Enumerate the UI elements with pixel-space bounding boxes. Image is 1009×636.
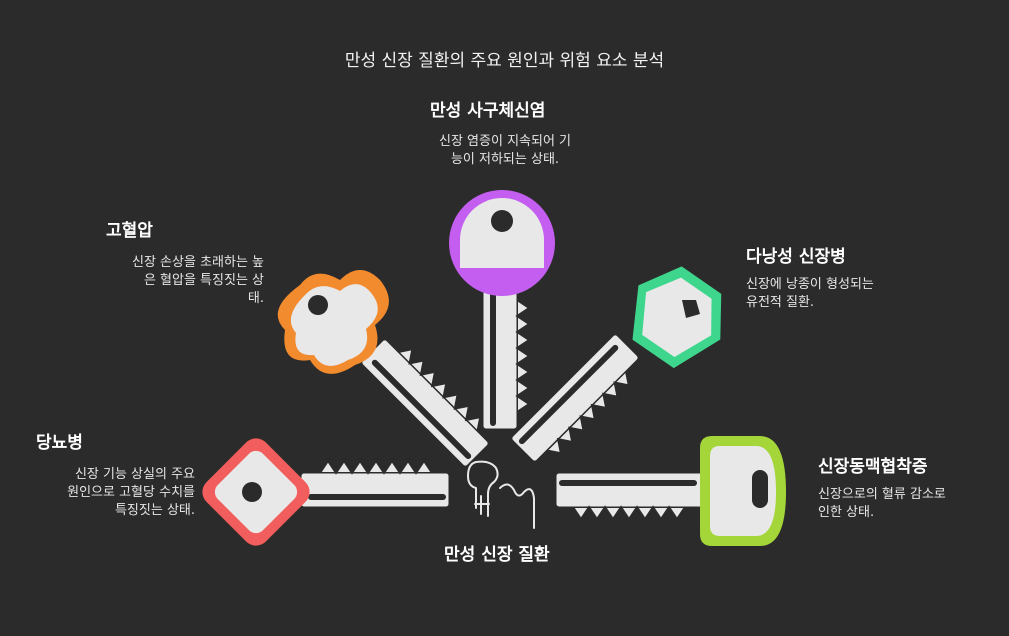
renal-artery-stenosis-desc-line: 신장으로의 혈류 감소로 — [818, 487, 946, 502]
hypertension-desc-line: 태. — [247, 291, 264, 306]
kidney-icon — [467, 460, 535, 529]
center-label: 만성 신장 질환 — [444, 545, 550, 565]
page-title: 만성 신장 질환의 주요 원인과 위험 요소 분석 — [344, 51, 665, 71]
renal-artery-stenosis-desc: 신장으로의 혈류 감소로 인한 상태. — [818, 486, 993, 522]
diabetes-title: 당뇨병 — [36, 433, 83, 453]
polycystic-desc: 신장에 낭종이 형성되는 유전적 질환. — [746, 276, 926, 312]
polycystic-title: 다낭성 신장병 — [746, 247, 846, 267]
diabetes-key-icon — [202, 438, 452, 546]
glomerulonephritis-desc: 신장 염증이 지속되어 기 능이 저하되는 상태. — [420, 133, 590, 169]
polycystic-desc-line: 신장에 낭종이 형성되는 — [746, 277, 874, 292]
hypertension-title: 고혈압 — [106, 221, 153, 241]
diabetes-desc-line: 원인으로 고혈당 수치를 — [67, 485, 195, 500]
glomerulonephritis-title: 만성 사구체신염 — [430, 101, 546, 121]
diabetes-desc-line: 특징짓는 상태. — [114, 503, 195, 518]
diabetes-desc-line: 신장 기능 상실의 주요 — [74, 467, 195, 482]
polycystic-key-icon — [507, 266, 722, 474]
hypertension-desc-line: 신장 손상을 초래하는 높 — [132, 255, 264, 270]
hypertension-desc-line: 은 혈압을 특징짓는 상 — [143, 273, 264, 288]
glomerulonephritis-desc-line: 능이 저하되는 상태. — [450, 152, 560, 167]
polycystic-desc-line: 유전적 질환. — [746, 295, 815, 310]
glomerulonephritis-key-icon — [449, 190, 555, 432]
renal-artery-stenosis-key-icon — [553, 436, 786, 546]
renal-artery-stenosis-title: 신장동맥협착증 — [818, 457, 928, 477]
hypertension-desc: 신장 손상을 초래하는 높 은 혈압을 특징짓는 상 태. — [96, 254, 264, 308]
hypertension-key-icon — [277, 270, 501, 471]
renal-artery-stenosis-desc-line: 인한 상태. — [818, 505, 875, 520]
glomerulonephritis-desc-line: 신장 염증이 지속되어 기 — [439, 134, 571, 149]
diabetes-desc: 신장 기능 상실의 주요 원인으로 고혈당 수치를 특징짓는 상태. — [30, 466, 195, 520]
